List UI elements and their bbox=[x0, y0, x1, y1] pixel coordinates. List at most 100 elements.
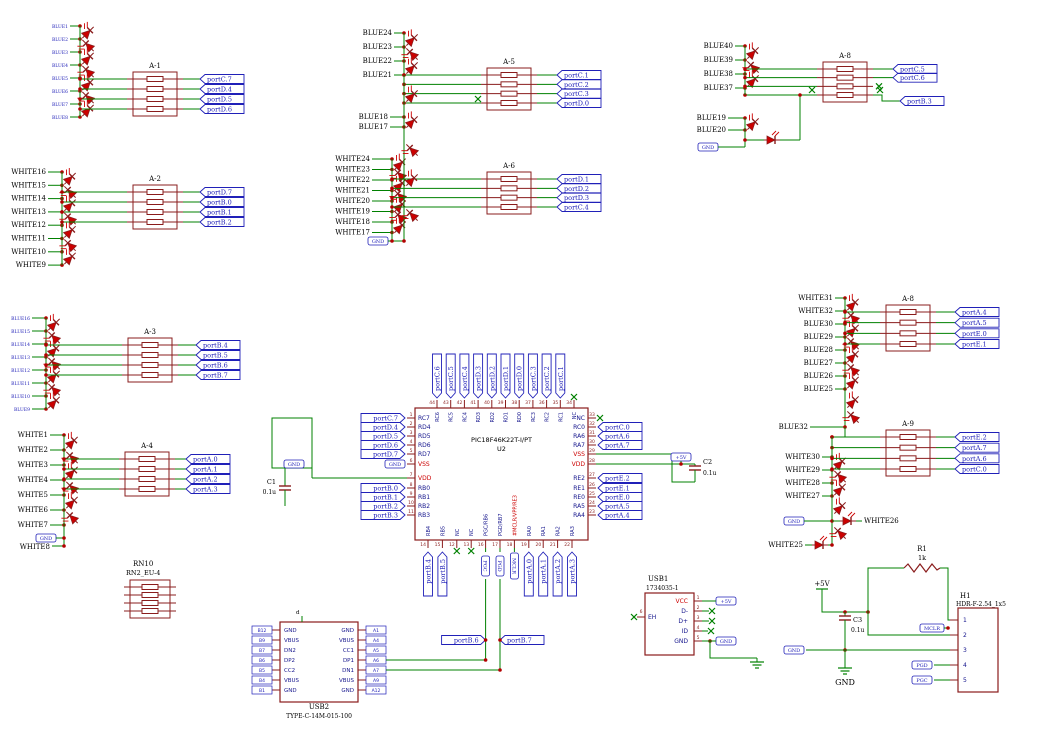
net-label-BLUE18[interactable]: BLUE18 bbox=[359, 113, 388, 121]
power-flag-MCLR[interactable]: MCLR bbox=[919, 623, 945, 633]
usb1-ref[interactable]: USB1 bbox=[648, 575, 668, 583]
net-flag-portB.5[interactable]: portB.5 bbox=[195, 350, 241, 360]
led-symbol[interactable] bbox=[58, 246, 79, 267]
led-symbol[interactable] bbox=[828, 525, 849, 546]
led-symbol[interactable] bbox=[60, 509, 81, 530]
net-flag-portC.1[interactable]: portC.1 bbox=[556, 70, 602, 80]
net-label-BLUE9[interactable]: BLUE9 bbox=[14, 407, 30, 413]
net-flag-portA.6[interactable]: portA.6 bbox=[597, 431, 643, 441]
led-symbol[interactable] bbox=[58, 193, 79, 214]
led-symbol[interactable] bbox=[400, 28, 421, 49]
net-label-BLUE26[interactable]: BLUE26 bbox=[804, 372, 834, 380]
led-symbol[interactable] bbox=[400, 110, 421, 131]
net-flag-portB.5[interactable]: portB.5 bbox=[437, 551, 448, 597]
net-flag-portC.2[interactable]: portC.2 bbox=[556, 79, 602, 90]
net-label-WHITE2[interactable]: WHITE2 bbox=[18, 446, 48, 454]
net-label-BLUE28[interactable]: BLUE28 bbox=[804, 346, 833, 354]
net-label-BLUE38[interactable]: BLUE38 bbox=[704, 70, 733, 78]
net-label-WHITE3[interactable]: WHITE3 bbox=[18, 461, 48, 469]
net-label-WHITE25[interactable]: WHITE25 bbox=[768, 541, 803, 549]
led-symbol[interactable] bbox=[400, 168, 421, 189]
net-label-WHITE6[interactable]: WHITE6 bbox=[18, 506, 49, 514]
led-symbol[interactable] bbox=[76, 98, 97, 119]
net-flag-portB.0[interactable]: portB.0 bbox=[199, 197, 245, 207]
net-label-WHITE16[interactable]: WHITE16 bbox=[11, 168, 46, 176]
net-label-BLUE29[interactable]: BLUE29 bbox=[804, 333, 833, 341]
led-symbol[interactable] bbox=[841, 344, 862, 365]
led-symbol[interactable] bbox=[76, 63, 97, 84]
net-flag-portA.3[interactable]: portA.3 bbox=[567, 551, 577, 597]
net-flag-portC.1[interactable]: portC.1 bbox=[555, 353, 566, 399]
net-label-BLUE20[interactable]: BLUE20 bbox=[697, 126, 726, 134]
led-symbol[interactable] bbox=[42, 390, 63, 411]
resistor-network-A-8[interactable]: A-8 bbox=[817, 52, 873, 103]
net-label-BLUE12[interactable]: BLUE12 bbox=[11, 368, 30, 374]
net-label-BLUE19[interactable]: BLUE19 bbox=[697, 114, 726, 122]
led-symbol[interactable] bbox=[60, 479, 81, 500]
resistor-network-A-6[interactable]: A-6 bbox=[481, 162, 537, 215]
net-flag-portD.5[interactable]: portD.5 bbox=[360, 431, 406, 441]
net-flag-portA.2[interactable]: portA.2 bbox=[185, 474, 231, 484]
net-flag-portA.6[interactable]: portA.6 bbox=[954, 453, 1000, 464]
resistor-network-A-5[interactable]: A-5 bbox=[481, 58, 537, 111]
power-flag-GND[interactable]: GND bbox=[715, 636, 737, 646]
net-flag-portC.4[interactable]: portC.4 bbox=[459, 353, 470, 399]
resistor-network[interactable] bbox=[124, 579, 176, 619]
led-symbol[interactable] bbox=[42, 381, 63, 402]
network-ref[interactable]: A-2 bbox=[148, 175, 161, 183]
net-flag-portC.2[interactable]: portC.2 bbox=[541, 353, 552, 399]
power-flag-GND[interactable]: GND bbox=[384, 459, 406, 469]
net-label-WHITE26[interactable]: WHITE26 bbox=[864, 517, 899, 525]
net-flag-portA.4[interactable]: portA.4 bbox=[954, 307, 1000, 317]
network-ref[interactable]: A-9 bbox=[901, 420, 914, 428]
net-label-WHITE32[interactable]: WHITE32 bbox=[798, 307, 833, 315]
led-symbol[interactable] bbox=[388, 152, 409, 173]
net-label-BLUE10[interactable]: BLUE10 bbox=[11, 394, 30, 400]
rn10-value[interactable]: RN2_EU-4 bbox=[126, 569, 160, 577]
net-flag-portC.7[interactable]: portC.7 bbox=[199, 74, 245, 84]
led-symbol[interactable] bbox=[840, 511, 856, 526]
net-label-BLUE16[interactable]: BLUE16 bbox=[11, 316, 30, 322]
net-label-WHITE5[interactable]: WHITE5 bbox=[18, 491, 48, 499]
net-label-BLUE32[interactable]: BLUE32 bbox=[779, 423, 808, 431]
net-label-WHITE18[interactable]: WHITE18 bbox=[335, 218, 370, 226]
mcu-ref[interactable]: U2 bbox=[497, 445, 506, 453]
net-label-BLUE23[interactable]: BLUE23 bbox=[363, 43, 392, 51]
resistor-network-A-4[interactable]: A-4 bbox=[119, 442, 175, 497]
network-ref[interactable]: A-6 bbox=[502, 162, 515, 170]
net-label-WHITE30[interactable]: WHITE30 bbox=[785, 453, 820, 461]
led-symbol[interactable] bbox=[58, 167, 79, 188]
led-symbol[interactable] bbox=[741, 69, 762, 90]
net-flag-portC.4[interactable]: portC.4 bbox=[556, 202, 602, 212]
led-symbol[interactable] bbox=[812, 535, 828, 550]
gnd-symbol[interactable] bbox=[750, 658, 764, 669]
net-flag-portA.5[interactable]: portA.5 bbox=[597, 501, 643, 511]
resistor-network-A-8[interactable]: A-8 bbox=[880, 295, 936, 352]
usb1-body[interactable] bbox=[644, 592, 695, 656]
net-label-BLUE2[interactable]: BLUE2 bbox=[52, 37, 68, 43]
net-label-WHITE23[interactable]: WHITE23 bbox=[335, 166, 370, 174]
led-symbol[interactable] bbox=[76, 46, 97, 67]
net-label-BLUE24[interactable]: BLUE24 bbox=[363, 29, 393, 37]
usb1-value[interactable]: 1734035-1 bbox=[646, 585, 679, 592]
net-flag-portD.2[interactable]: portD.2 bbox=[556, 183, 602, 194]
resistor-value-R1[interactable]: 1k bbox=[918, 554, 926, 562]
net-label-WHITE10[interactable]: WHITE10 bbox=[11, 248, 46, 256]
led-symbol[interactable] bbox=[42, 355, 63, 376]
net-flag-portD.4[interactable]: portD.4 bbox=[360, 422, 406, 432]
net-label-WHITE29[interactable]: WHITE29 bbox=[785, 466, 820, 474]
led-symbol[interactable] bbox=[42, 312, 63, 333]
net-flag-portC.0[interactable]: portC.0 bbox=[597, 422, 643, 432]
cap-value-C3[interactable]: 0.1u bbox=[851, 627, 865, 634]
net-label-WHITE1[interactable]: WHITE1 bbox=[18, 431, 48, 439]
led-symbol[interactable] bbox=[400, 84, 421, 105]
net-label-WHITE22[interactable]: WHITE22 bbox=[335, 176, 370, 184]
network-ref[interactable]: A-1 bbox=[148, 62, 161, 70]
net-flag-portD.6[interactable]: portD.6 bbox=[360, 440, 406, 450]
led-symbol[interactable] bbox=[841, 390, 862, 411]
led-symbol[interactable] bbox=[60, 460, 81, 481]
net-flag-portE.0[interactable]: portE.0 bbox=[597, 492, 643, 502]
net-label-WHITE24[interactable]: WHITE24 bbox=[335, 155, 370, 163]
net-label-WHITE27[interactable]: WHITE27 bbox=[785, 492, 820, 500]
net-flag-portA.5[interactable]: portA.5 bbox=[954, 317, 1000, 328]
